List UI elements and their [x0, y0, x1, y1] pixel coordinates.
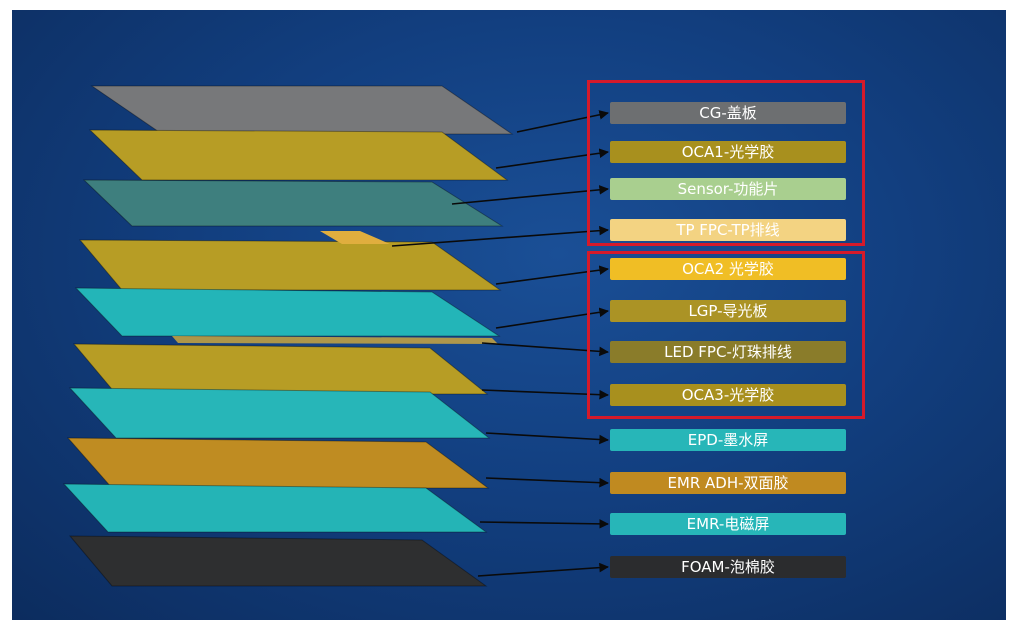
layer-label-oca1: OCA1-光学胶 [610, 141, 846, 163]
leader-line-tp-fpc [391, 225, 609, 247]
layer-plate-tp-fpc [320, 231, 390, 244]
layer-plate-oca2 [78, 239, 502, 291]
leader-line-cg [516, 110, 609, 133]
leader-line-emr [479, 519, 609, 529]
layer-label-led-fpc: LED FPC-灯珠排线 [610, 341, 846, 363]
layer-label-lgp: LGP-导光板 [610, 300, 846, 322]
layer-plate-epd [68, 387, 491, 439]
layer-plate-oca1 [88, 129, 509, 181]
layer-label-emr: EMR-电磁屏 [610, 513, 846, 535]
layer-label-cg: CG-盖板 [610, 102, 846, 124]
layer-label-emr-adh: EMR ADH-双面胶 [610, 472, 846, 494]
layer-stack-svg [62, 85, 609, 587]
layer-label-oca2: OCA2 光学胶 [610, 258, 846, 280]
layer-plate-sensor [82, 179, 504, 227]
layer-label-epd: EPD-墨水屏 [610, 429, 846, 451]
leader-line-foam [477, 562, 609, 577]
layer-label-tp-fpc: TP FPC-TP排线 [610, 219, 846, 241]
layer-plate-cg [90, 85, 514, 135]
layer-plate-foam [68, 535, 488, 587]
layer-plate-led-fpc [172, 336, 498, 344]
leader-line-emr-adh [485, 477, 609, 488]
layer-plate-oca3 [72, 343, 489, 395]
leader-line-epd [485, 432, 609, 445]
layer-plate-emr-adh [66, 437, 490, 489]
diagram-canvas: CG-盖板 OCA1-光学胶 Sensor-功能片 TP FPC-TP排线 OCA2 光… [12, 10, 1006, 620]
layer-label-oca3: OCA3-光学胶 [610, 384, 846, 406]
leader-line-sensor [451, 185, 609, 205]
layer-plate-lgp [74, 287, 501, 337]
layer-label-sensor: Sensor-功能片 [610, 178, 846, 200]
group-box-top [587, 80, 865, 246]
layer-label-foam: FOAM-泡棉胶 [610, 556, 846, 578]
layer-plate-emr [62, 483, 488, 533]
group-box-middle [587, 251, 865, 419]
